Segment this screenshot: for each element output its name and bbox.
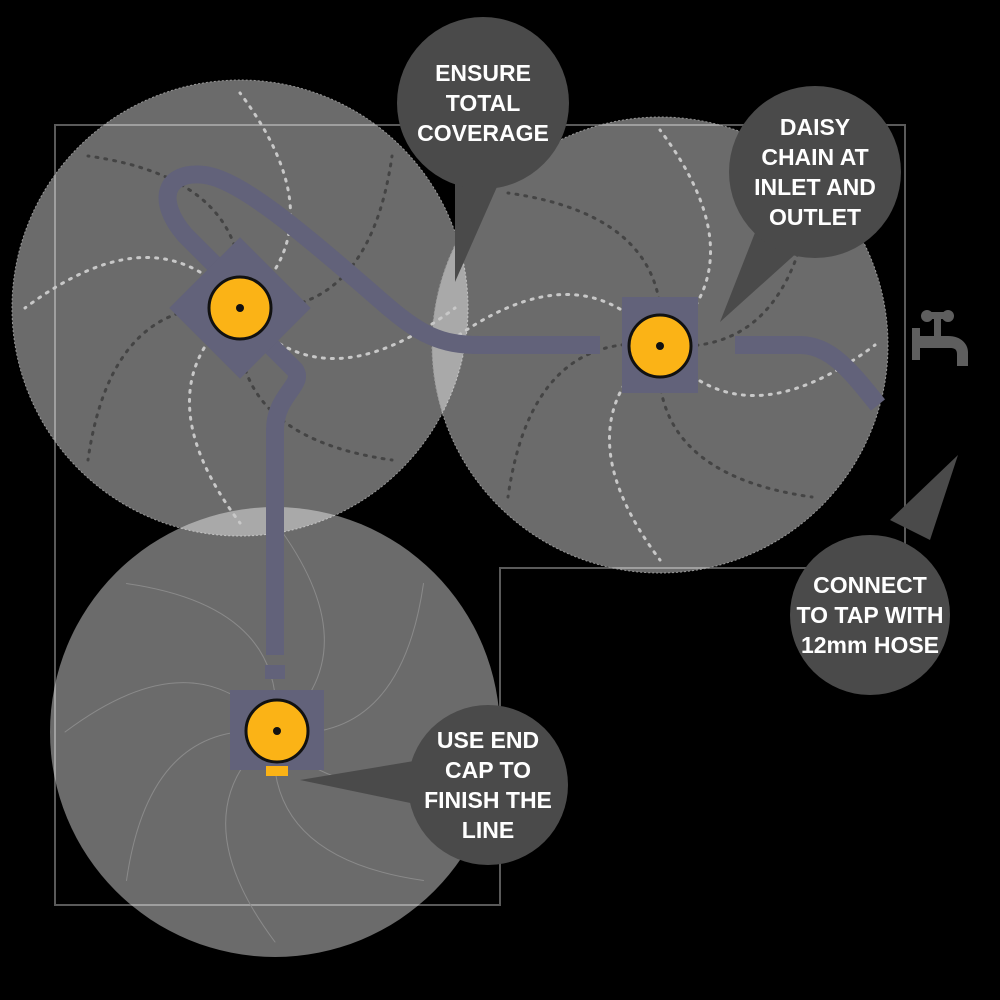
callout-text-line: FINISH THE xyxy=(424,787,552,813)
end-cap xyxy=(266,766,288,776)
callout-text-line: OUTLET xyxy=(769,204,861,230)
callouts: ENSURE TOTAL COVERAGE DAISY CHAIN AT INLET AN… xyxy=(300,17,958,865)
callout-text-line: TO TAP WITH xyxy=(797,602,944,628)
spray-arc xyxy=(188,306,242,525)
callout-bubble: USE END CAP TO FINISH THE LINE xyxy=(300,705,568,865)
spray-arc xyxy=(657,343,814,499)
pipe-line xyxy=(158,165,886,655)
spray-arc xyxy=(86,154,243,310)
callout-text-line: USE END xyxy=(437,727,539,753)
spray-arc xyxy=(506,342,662,499)
callout-text-line: LINE xyxy=(462,817,514,843)
pipe-segment-outlet xyxy=(735,336,886,411)
sprinkler-icon xyxy=(207,275,273,341)
pipe-segment-loop xyxy=(158,165,600,354)
pipe-segment-down xyxy=(263,338,306,655)
spray-arc xyxy=(86,305,242,462)
callout-text-line: CHAIN AT xyxy=(761,144,868,170)
sprinkler-icon xyxy=(627,313,693,379)
spray-arc xyxy=(443,293,662,347)
spray-arc xyxy=(658,191,814,348)
callout-text-line: 12mm HOSE xyxy=(801,632,939,658)
spray-arc xyxy=(658,128,712,347)
callout-text-line: COVERAGE xyxy=(417,120,549,146)
callout-text-line: CONNECT xyxy=(813,572,927,598)
spray-arc xyxy=(506,191,663,347)
callout-text-line: DAISY xyxy=(780,114,850,140)
spray-arc xyxy=(608,343,662,562)
callout-text-line: ENSURE xyxy=(435,60,531,86)
callout-text-line: INLET AND xyxy=(754,174,876,200)
callout-bubble: CONNECT TO TAP WITH 12mm HOSE xyxy=(790,455,958,695)
spray-arc xyxy=(658,343,877,397)
tap-icon xyxy=(912,310,968,366)
sprinkler-icon xyxy=(244,698,310,764)
callout-bubble: ENSURE TOTAL COVERAGE xyxy=(397,17,569,282)
spray-arc xyxy=(238,306,457,360)
callout-text-line: CAP TO xyxy=(445,757,531,783)
callout-text-line: TOTAL xyxy=(446,90,521,116)
callout-bubble: DAISY CHAIN AT INLET AND OUTLET xyxy=(720,86,901,322)
garden-outline xyxy=(54,124,906,906)
spray-arc xyxy=(23,256,242,310)
